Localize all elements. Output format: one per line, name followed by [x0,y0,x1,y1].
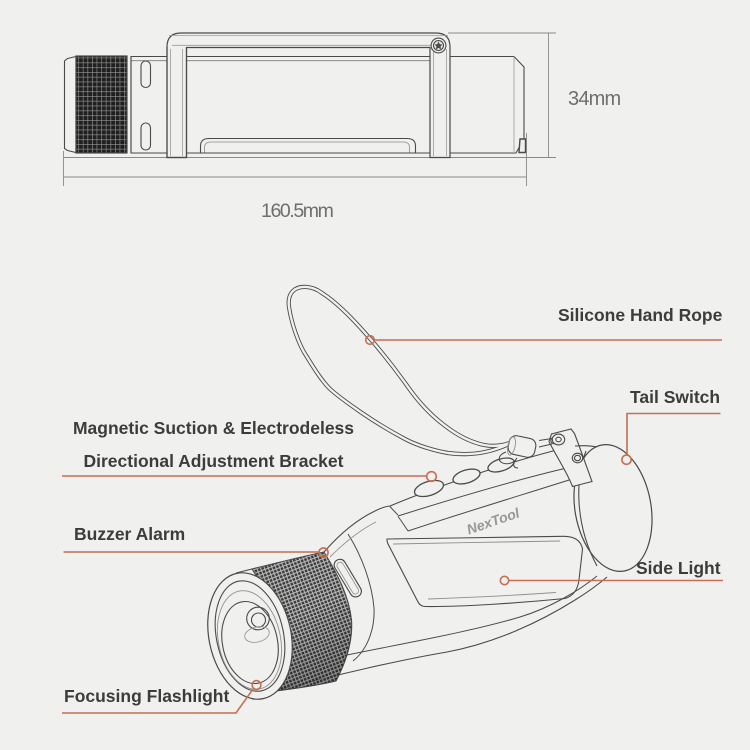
svg-text:Buzzer Alarm: Buzzer Alarm [74,524,185,544]
svg-text:Magnetic Suction & Electrodele: Magnetic Suction & Electrodeless [73,418,354,438]
svg-text:Tail Switch: Tail Switch [630,387,720,407]
svg-text:Side Light: Side Light [636,558,721,578]
svg-text:Focusing Flashlight: Focusing Flashlight [64,686,229,706]
svg-text:Silicone Hand Rope: Silicone Hand Rope [558,305,723,325]
svg-text:34mm: 34mm [568,88,621,110]
svg-text:160.5mm: 160.5mm [261,200,333,222]
svg-text:NexTool: NexTool [465,504,523,537]
svg-text:Directional Adjustment Bracket: Directional Adjustment Bracket [84,451,344,471]
